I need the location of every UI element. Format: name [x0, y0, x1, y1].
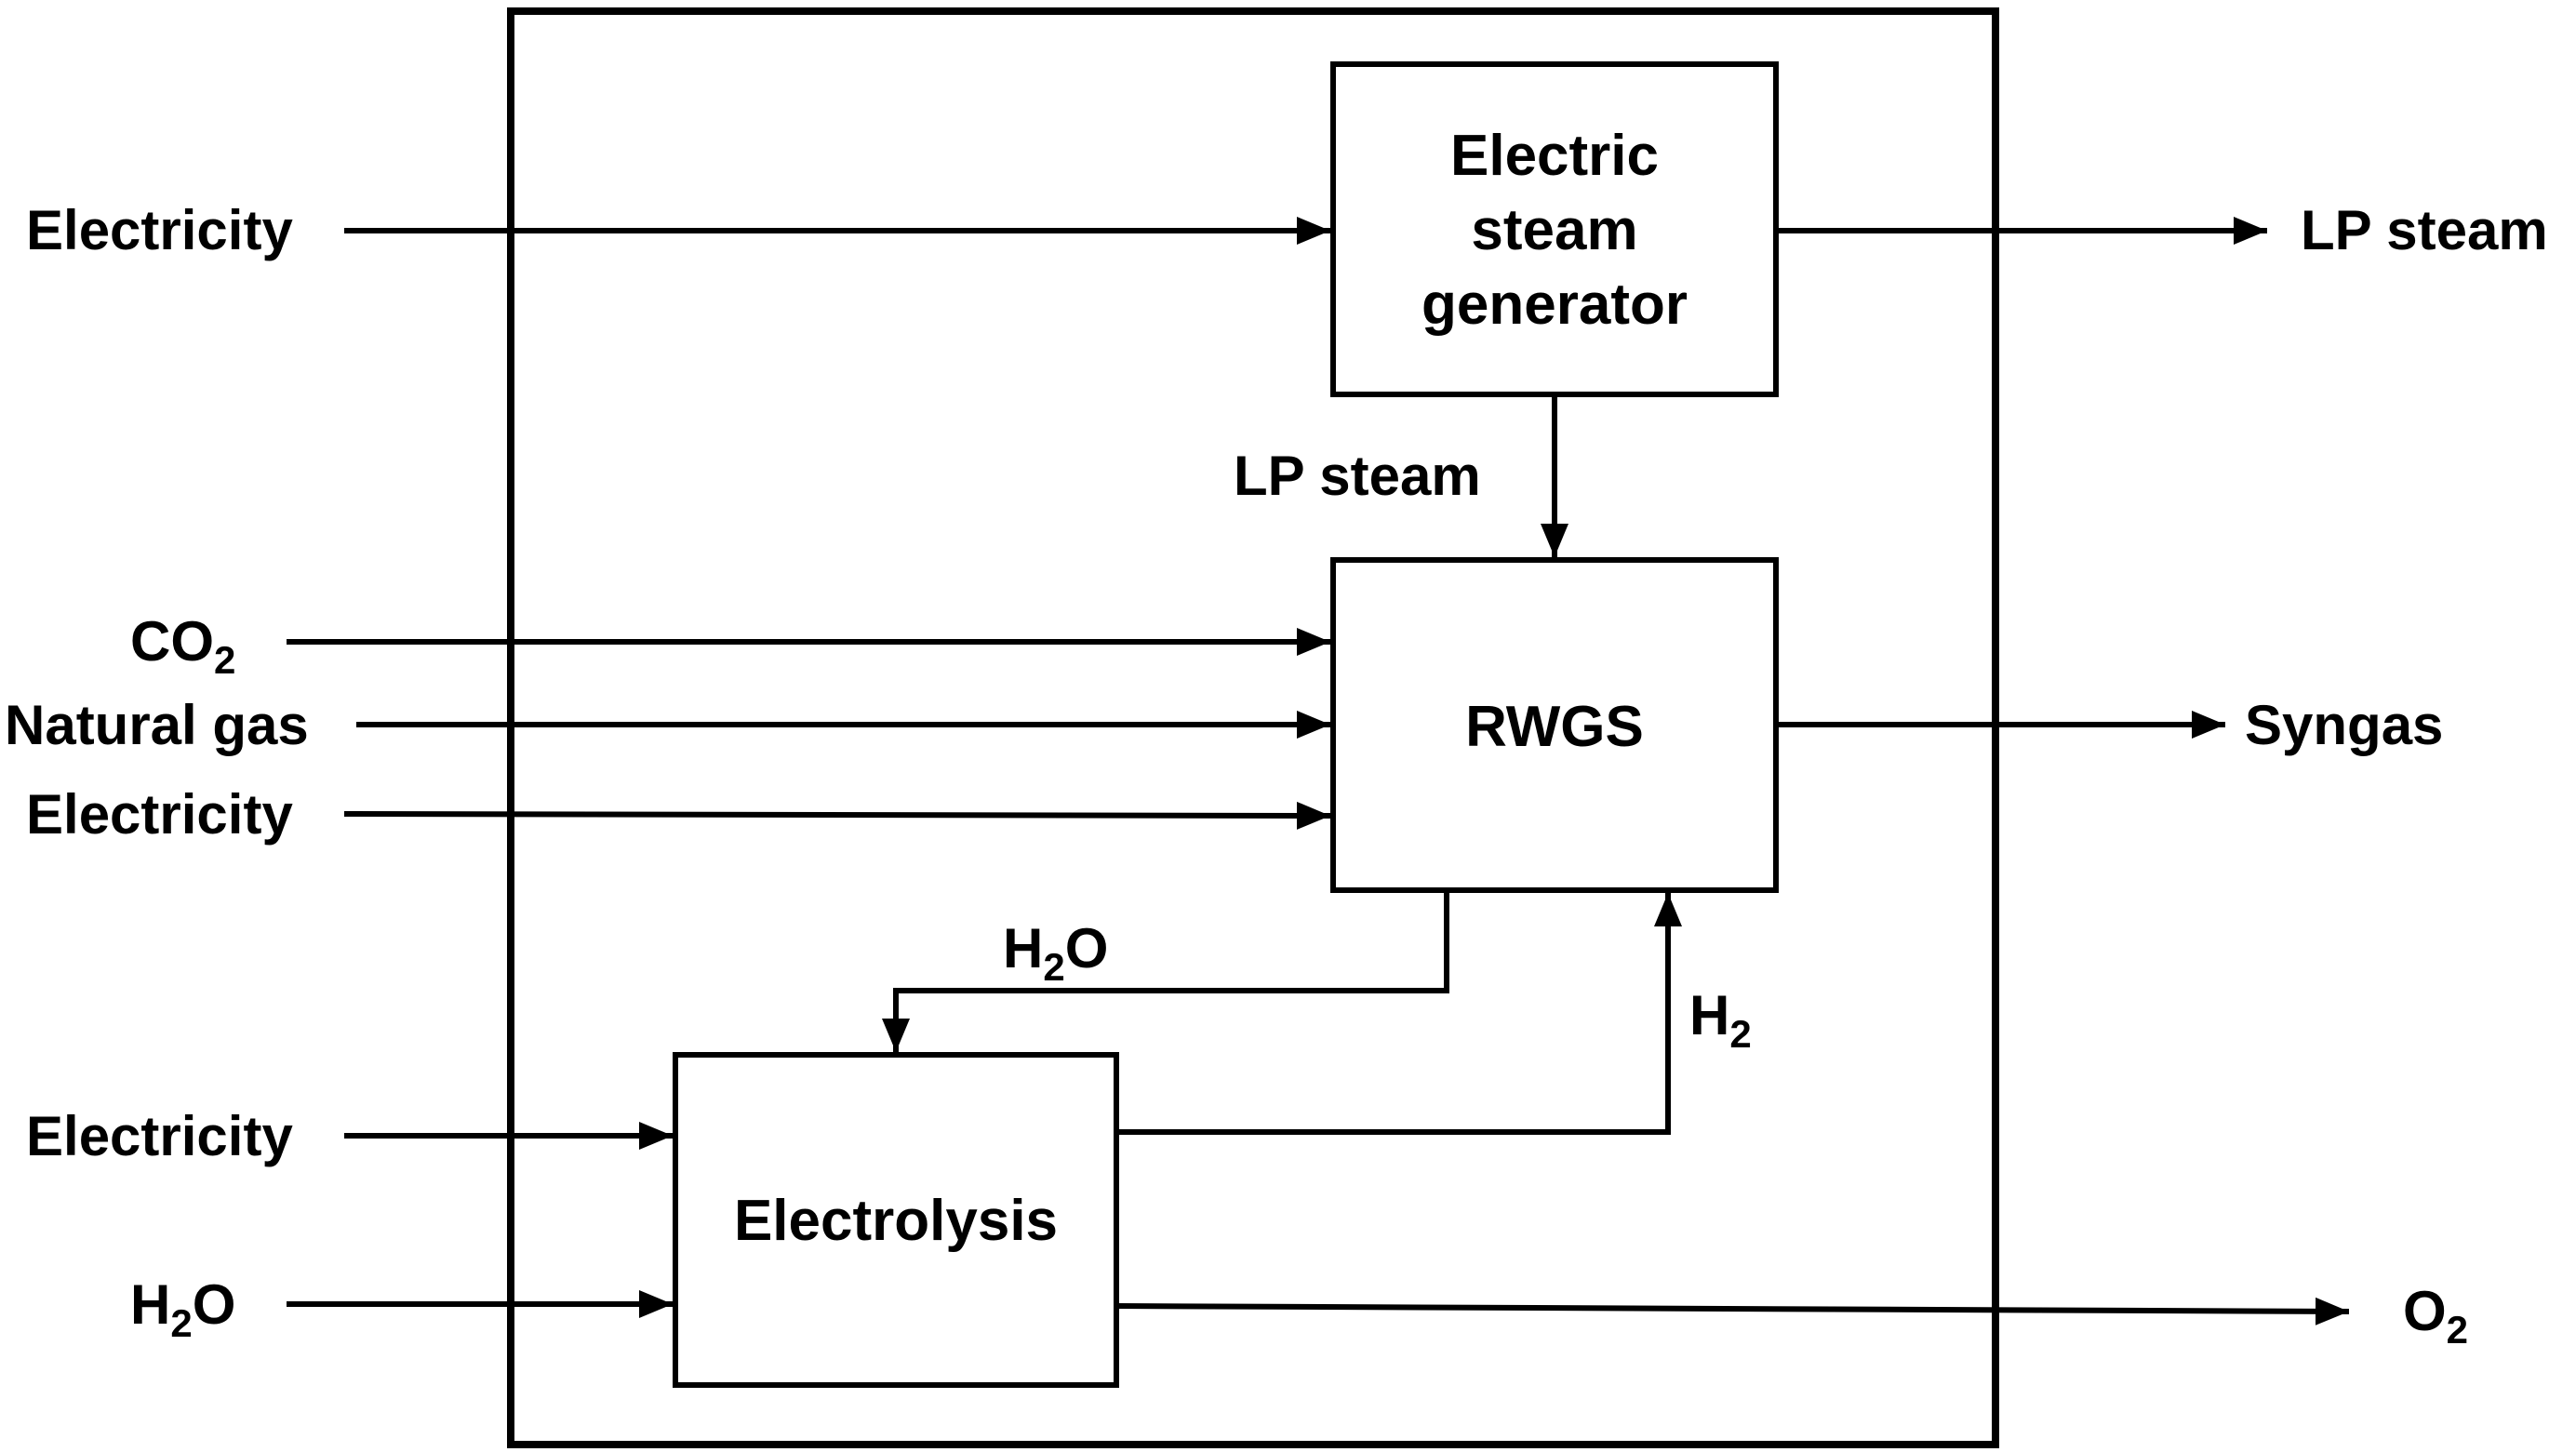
arrow-h2-electrolysis-to-rwgs [1116, 893, 1682, 1135]
rwgs-label: RWGS [1465, 695, 1644, 759]
arrow-h2o-rwgs-to-electrolysis [882, 890, 1449, 1052]
input-h2o: H2O [130, 1273, 235, 1345]
steam-generator-label-line3: generator [1421, 273, 1688, 337]
electrolysis-label: Electrolysis [734, 1189, 1058, 1253]
steam-generator-label-line1: Electric [1450, 124, 1659, 188]
input-co2: CO2 [130, 610, 235, 682]
output-o2: O2 [2403, 1280, 2468, 1352]
input-electricity-bottom: Electricity [26, 1105, 293, 1167]
output-syngas: Syngas [2245, 694, 2443, 756]
arrow-electrolysis-to-o2 [1115, 1297, 2350, 1325]
steam-generator-label-line2: steam [1471, 198, 1637, 262]
rwgs-box [1330, 557, 1779, 893]
electrolysis-box [673, 1052, 1119, 1388]
internal-lp-steam-label: LP steam [1234, 445, 1481, 507]
input-electricity-mid: Electricity [26, 783, 293, 846]
arrow-electricity-to-rwgs [343, 801, 1331, 830]
system-boundary [507, 7, 1999, 1448]
input-electricity-top: Electricity [26, 199, 293, 261]
output-lp-steam: LP steam [2301, 199, 2548, 261]
internal-h2-label: H2 [1689, 984, 1752, 1056]
internal-h2o-label: H2O [1003, 917, 1108, 989]
input-natural-gas: Natural gas [5, 694, 309, 756]
